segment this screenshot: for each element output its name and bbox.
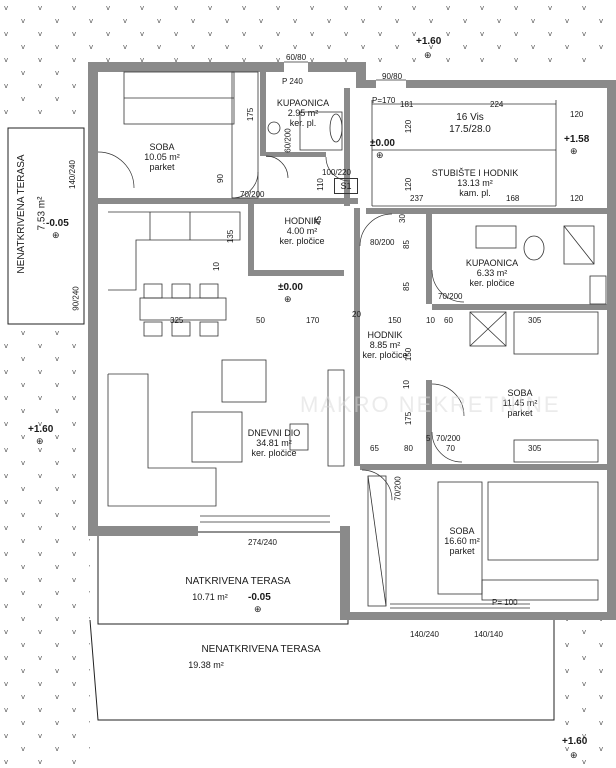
dimension: 181: [400, 100, 414, 109]
level-marker: -0.05: [46, 218, 69, 229]
dimension: 140/240: [67, 160, 77, 189]
dimension: 305: [528, 316, 542, 325]
dimension: 305: [528, 444, 542, 453]
interior-walls: [98, 72, 607, 470]
dimension: 45: [313, 216, 323, 225]
dimension: 274/240: [248, 538, 277, 547]
dimension: 140/240: [410, 630, 439, 639]
dimension: 5: [426, 434, 431, 443]
level-marker: +1.60: [28, 424, 54, 435]
dimension: 90: [215, 174, 225, 183]
dimension: 168: [506, 194, 520, 203]
level-symbol-icon: ⊕: [570, 146, 578, 156]
room-area: 19.38 m²: [188, 660, 224, 670]
dimension: 80/200: [370, 238, 395, 247]
section-marker: S1: [334, 178, 358, 194]
dimension: 60/80: [286, 53, 307, 62]
level-marker: -0.05: [248, 592, 271, 603]
room-label: NATKRIVENA TERASA: [185, 576, 291, 587]
level-symbol-icon: ⊕: [424, 50, 432, 60]
dimension: 10: [426, 316, 435, 325]
dimension: P 240: [282, 77, 303, 86]
south-terrace-outline: [89, 619, 555, 721]
dimension: 224: [490, 100, 504, 109]
dimension: 170: [306, 316, 320, 325]
dimension: P=170: [372, 96, 396, 105]
level-symbol-icon: ⊕: [376, 150, 384, 160]
dimension: 60: [444, 316, 453, 325]
level-symbol-icon: ⊕: [254, 604, 262, 614]
dimension: 85: [401, 282, 411, 291]
dimension: 70/200: [393, 476, 403, 501]
dimension: 150: [404, 347, 414, 362]
room-label: NENATKRIVENA TERASA: [201, 644, 321, 655]
dimension: 110: [315, 178, 325, 191]
dimension: 10: [401, 380, 411, 389]
dimension: 140/140: [474, 630, 503, 639]
level-marker: ±0.00: [278, 282, 303, 293]
dimension: 120: [570, 110, 584, 119]
dimension: 237: [410, 194, 424, 203]
exterior-walls: [88, 62, 616, 620]
dimension: 30: [397, 214, 407, 223]
dimension: 10: [211, 262, 221, 271]
room-area: 10.71 m²: [192, 592, 228, 602]
dimension: 70/200: [436, 434, 461, 443]
covered-terrace-outline: [97, 531, 349, 625]
level-symbol-icon: ⊕: [36, 436, 44, 446]
dimension: 90/240: [71, 286, 81, 311]
dimension: 325: [170, 316, 184, 325]
level-marker: +1.60: [562, 736, 588, 747]
dimension: 175: [246, 107, 256, 122]
dimension: 80: [404, 444, 413, 453]
dimension: 100/220: [322, 168, 351, 177]
room-label-vertical: NENATKRIVENA TERASA: [16, 154, 27, 274]
dimension: 85: [401, 240, 411, 249]
door-swings: [97, 151, 465, 501]
furniture: [107, 61, 607, 609]
dimension: 50: [256, 316, 265, 325]
dimension: 70: [446, 444, 455, 453]
room-area-vertical: 7.53 m²: [36, 196, 48, 231]
dimension: 120: [404, 119, 414, 134]
dimension: 150: [388, 316, 402, 325]
dimension: 120: [404, 177, 414, 192]
dimension: 120: [570, 194, 584, 203]
level-marker: ±0.00: [370, 138, 395, 149]
dimension: 60/200: [283, 128, 293, 153]
dimension: 90/80: [382, 72, 403, 81]
level-symbol-icon: ⊕: [52, 230, 60, 240]
dimension: 70/200: [438, 292, 463, 301]
watermark: MAKRO NEKRETNINE: [300, 392, 561, 417]
dimension: 135: [226, 229, 236, 244]
level-marker: +1.60: [416, 36, 442, 47]
dimension: P= 100: [492, 598, 518, 607]
level-marker: +1.58: [564, 134, 590, 145]
dimension: 20: [352, 310, 361, 319]
level-symbol-icon: ⊕: [284, 294, 292, 304]
level-symbol-icon: ⊕: [570, 750, 578, 760]
west-terrace-outline: [7, 127, 85, 325]
dimension: 70/200: [240, 190, 265, 199]
dimension: 65: [370, 444, 379, 453]
